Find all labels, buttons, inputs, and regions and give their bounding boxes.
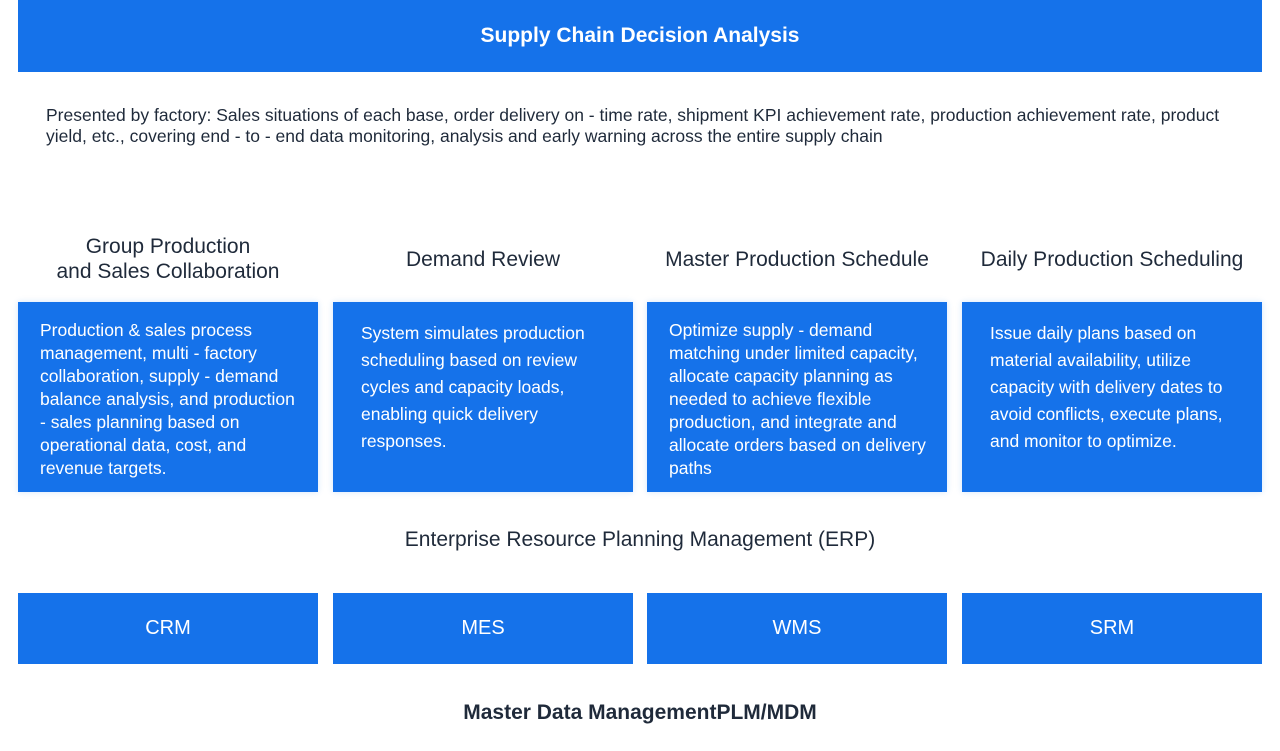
system-box-wms: WMS (647, 593, 947, 664)
intro-description: Presented by factory: Sales situations o… (46, 105, 1220, 146)
system-box-crm: CRM (18, 593, 318, 664)
system-box-mes: MES (333, 593, 633, 664)
erp-label: Enterprise Resource Planning Management … (404, 528, 876, 551)
column-title-line: and Sales Collaboration (56, 260, 280, 283)
system-box-srm: SRM (962, 593, 1262, 664)
column-title-demand-review: Demand Review (405, 247, 561, 271)
top-banner: Supply Chain Decision Analysis (18, 0, 1262, 72)
card-demand-review: System simulates production scheduling b… (333, 302, 633, 492)
mdm-label: Master Data ManagementPLM/MDM (463, 701, 817, 724)
card-master-production-schedule: Optimize supply - demand matching under … (647, 302, 947, 492)
column-title-group-production: Group Production and Sales Collaboration (18, 226, 318, 292)
banner-title: Supply Chain Decision Analysis (480, 24, 800, 47)
column-title-master-production-schedule: Master Production Schedule (665, 247, 929, 271)
card-daily-production-scheduling: Issue daily plans based on material avai… (962, 302, 1262, 492)
column-title-daily-production-scheduling: Daily Production Scheduling (980, 247, 1244, 271)
column-title-line: Group Production (85, 235, 251, 258)
card-group-production: Production & sales process management, m… (18, 302, 318, 492)
